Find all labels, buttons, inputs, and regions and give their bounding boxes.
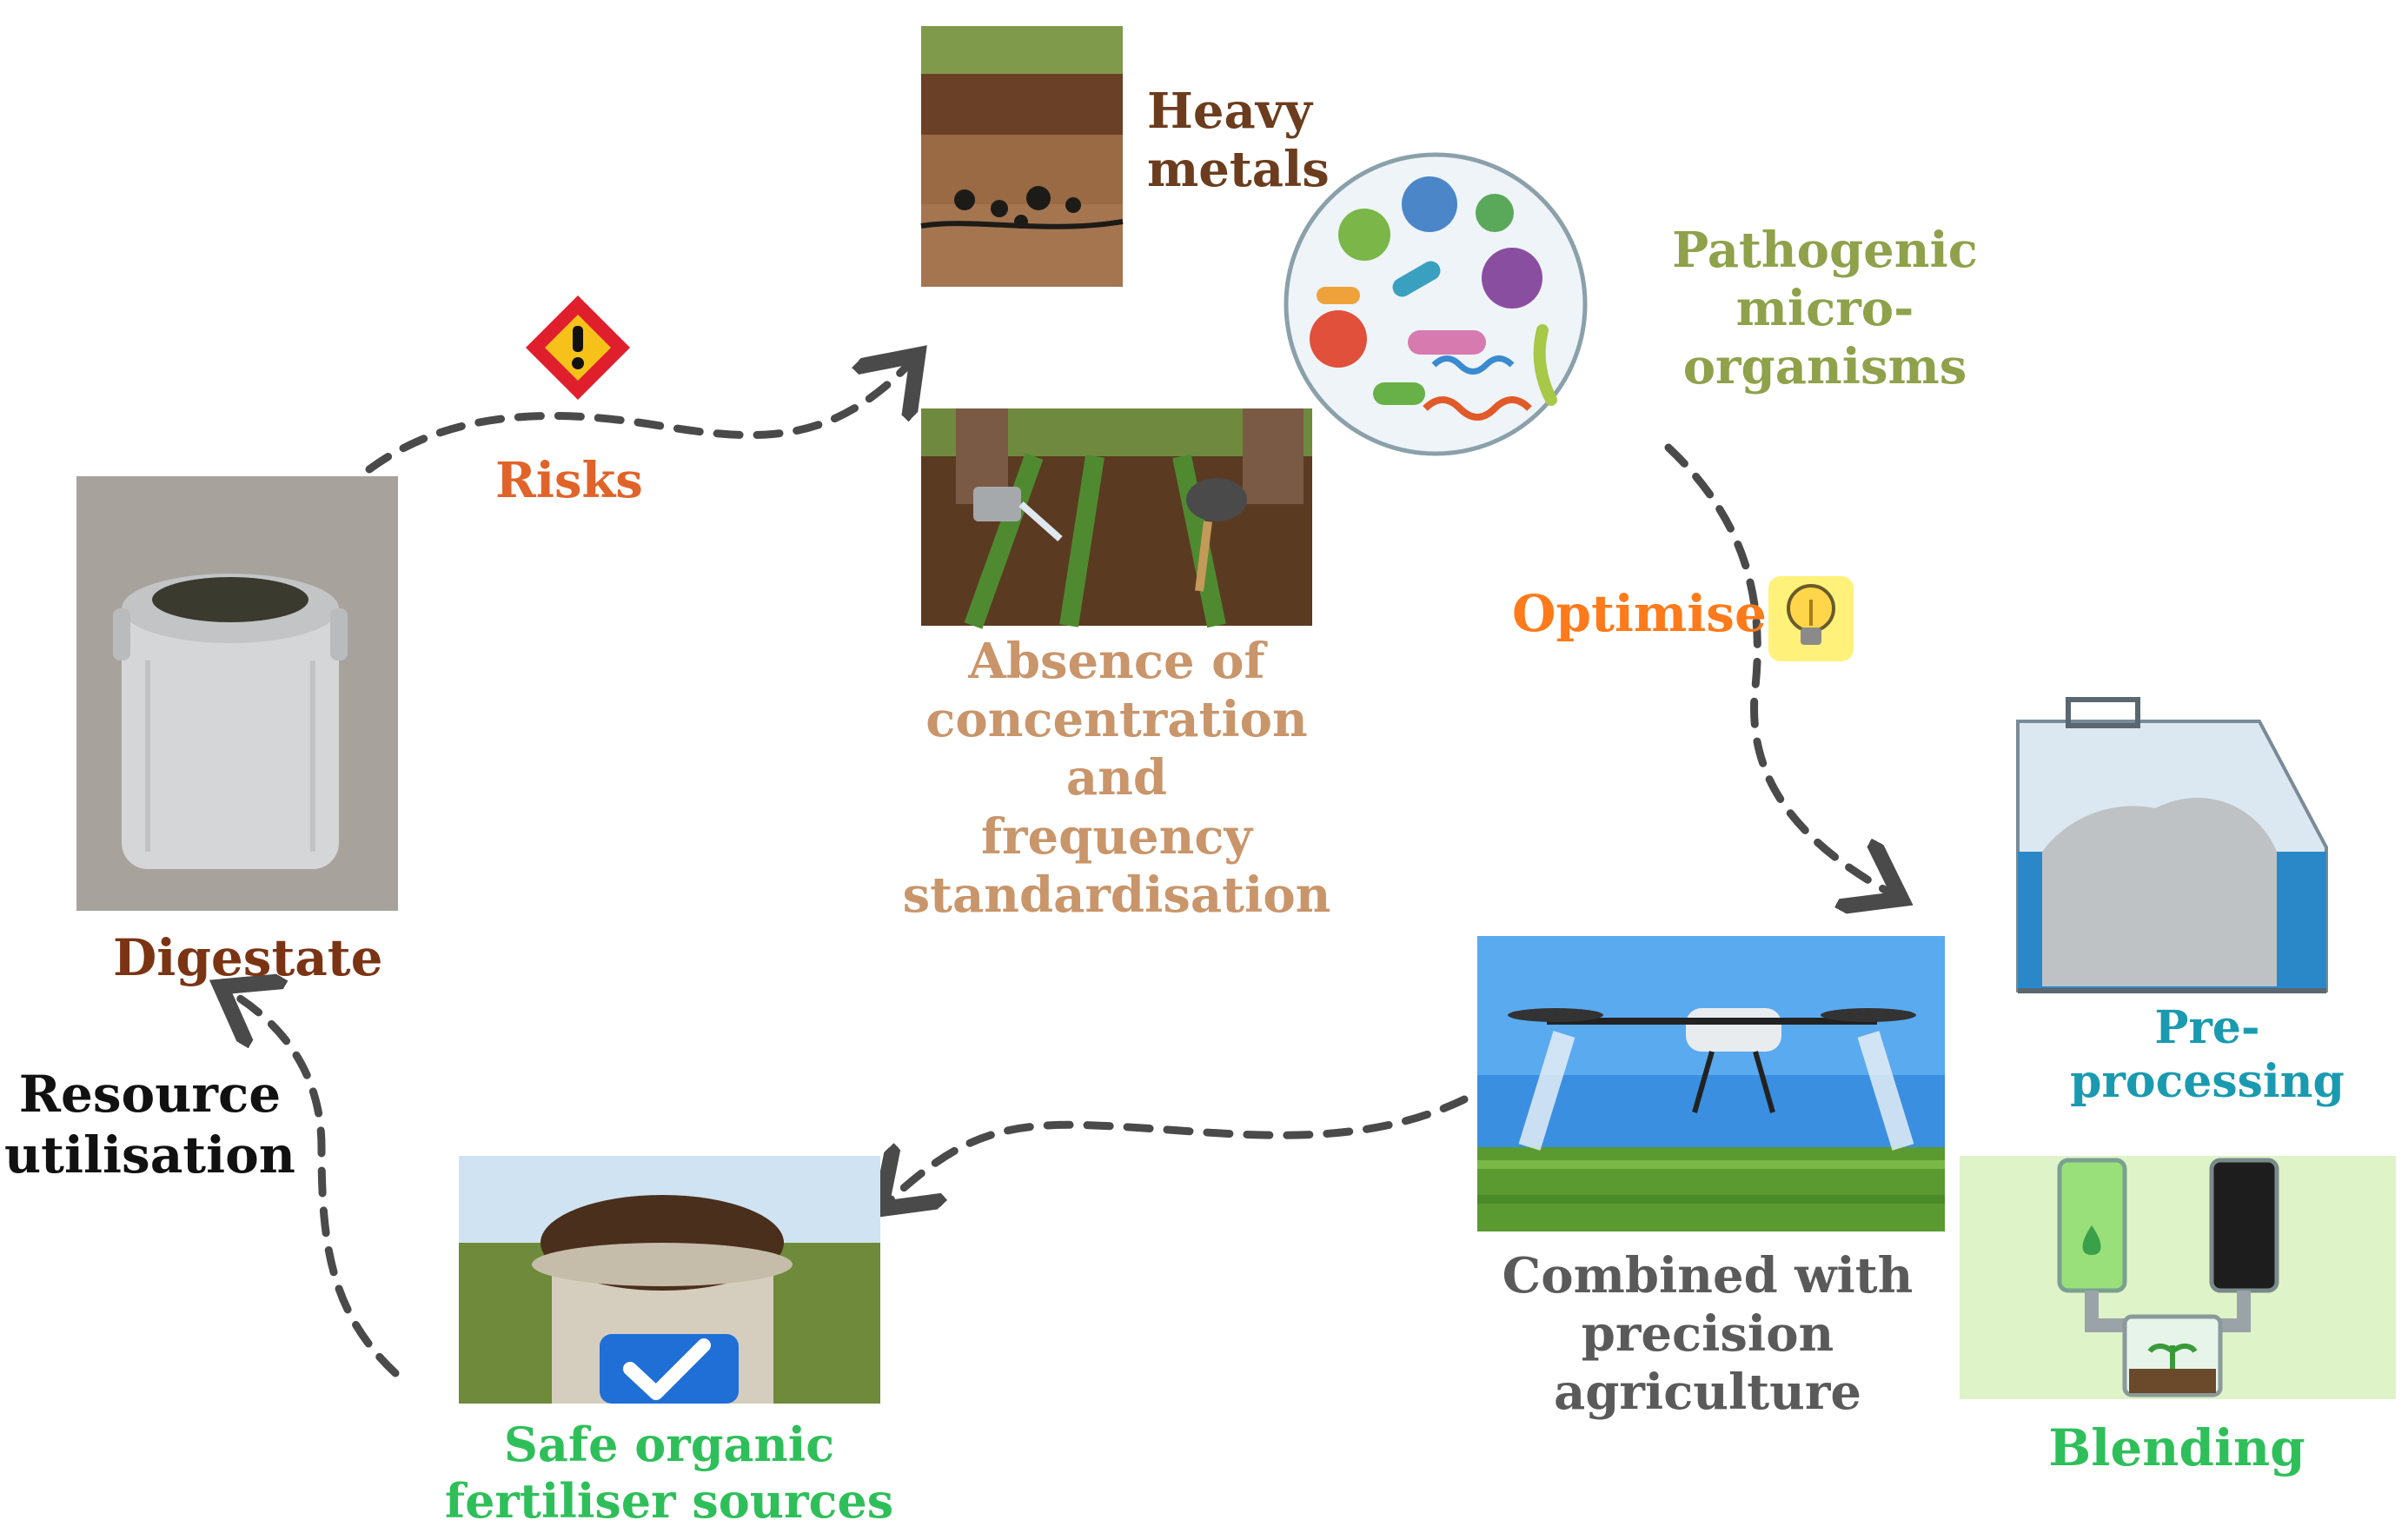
arrow-safe-to-digestate — [228, 991, 400, 1377]
label-optimise: Optimise — [1512, 584, 1767, 643]
blending-image — [1960, 1156, 2396, 1399]
preprocessing-tank-image — [2016, 691, 2328, 993]
label-absence-standardisation: Absence of concentration and frequency s… — [902, 633, 1331, 924]
arrow-precision-to-safe — [886, 1095, 1469, 1204]
label-digestate: Digestate — [113, 928, 383, 987]
warning-icon — [526, 295, 630, 400]
soil-heavy-metals-image — [920, 26, 1124, 287]
precision-agriculture-drone-image — [1477, 936, 1945, 1231]
label-heavy-metals: Heavy metals — [1147, 83, 1330, 199]
label-combined-precision-agriculture: Combined with precision agriculture — [1502, 1247, 1914, 1422]
label-pathogenic-microorganisms: Pathogenic micro- organisms — [1672, 222, 1978, 396]
lightbulb-icon — [1768, 576, 1854, 661]
arrow-pathogens-to-optimise — [1664, 443, 1894, 895]
label-blending: Blending — [2048, 1418, 2305, 1477]
digestate-tank-image — [76, 476, 398, 911]
label-pre-processing: Pre-processing — [2070, 1001, 2345, 1109]
label-resource-utilisation: Resource utilisation — [4, 1065, 295, 1185]
arrow-digestate-to-risks — [365, 361, 912, 474]
pathogens-petri-dish-image — [1284, 152, 1588, 456]
checkmark-icon — [600, 1334, 739, 1404]
label-safe-organic-fertiliser: Safe organic fertiliser sources — [444, 1417, 894, 1529]
label-risks: Risks — [495, 452, 643, 509]
field-watering-image — [921, 408, 1312, 629]
